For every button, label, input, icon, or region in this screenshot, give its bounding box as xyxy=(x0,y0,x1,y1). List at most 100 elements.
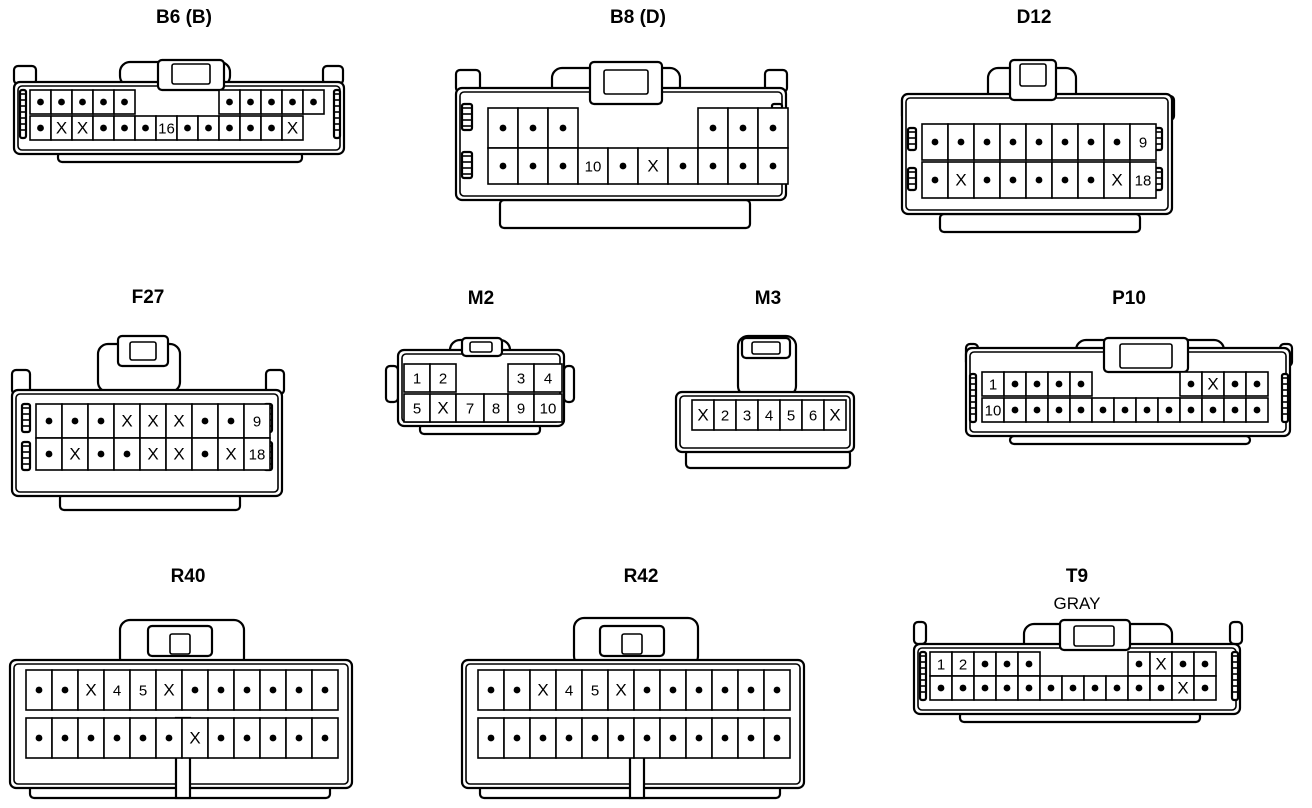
pin-unused-mark: X xyxy=(615,681,626,700)
connector-latch xyxy=(146,624,214,658)
pin-dot xyxy=(1187,406,1195,414)
pin-dot xyxy=(268,124,275,132)
pin-dot xyxy=(643,734,651,742)
pin-dot xyxy=(191,686,199,694)
pin-dot xyxy=(1231,406,1239,414)
pin-dot xyxy=(79,98,86,106)
pin-cell xyxy=(577,147,609,185)
pin-dot xyxy=(321,734,329,742)
pin-cell xyxy=(429,363,457,393)
pin-cell xyxy=(243,437,271,471)
pin-dot xyxy=(269,734,277,742)
pin-dot xyxy=(201,450,209,458)
pin-dot xyxy=(289,98,296,106)
pin-number: 3 xyxy=(743,408,751,425)
pin-dot xyxy=(565,734,573,742)
pin-number: 2 xyxy=(959,657,967,674)
pin-dot xyxy=(1055,380,1063,388)
pin-unused-mark: X xyxy=(697,406,708,425)
pin-cell xyxy=(155,669,183,711)
pin-number: 4 xyxy=(544,371,552,388)
pin-number: 2 xyxy=(439,371,447,388)
pin-dot xyxy=(97,417,105,425)
connector-guide-rail xyxy=(918,650,928,702)
pin-unused-mark: X xyxy=(189,729,200,748)
pin-dot xyxy=(58,98,65,106)
pin-dot xyxy=(1069,684,1077,692)
pin-dot xyxy=(721,686,729,694)
pin-number: 4 xyxy=(565,683,573,700)
pin-cell xyxy=(1103,161,1131,199)
pin-unused-mark: X xyxy=(173,412,184,431)
pin-cell xyxy=(1129,123,1157,161)
connector-latch-inner xyxy=(169,633,191,655)
connector-title-d12: D12 xyxy=(1017,7,1052,28)
pin-dot xyxy=(643,686,651,694)
pin-dot xyxy=(959,684,967,692)
connector-latch-inner xyxy=(751,341,781,355)
pin-dot xyxy=(499,162,507,170)
connector-guide-rail xyxy=(332,88,342,140)
connector-latch xyxy=(156,58,226,92)
pin-cell xyxy=(77,669,105,711)
pin-dot xyxy=(217,686,225,694)
pin-dot xyxy=(1025,660,1033,668)
pin-number: 18 xyxy=(249,447,266,464)
pin-dot xyxy=(123,450,131,458)
pin-dot xyxy=(310,98,317,106)
pin-cell xyxy=(455,393,485,423)
pin-dot xyxy=(619,162,627,170)
pin-cell xyxy=(103,669,131,711)
pin-dot xyxy=(739,162,747,170)
pin-cell xyxy=(659,717,687,759)
pin-dot xyxy=(559,162,567,170)
connector-latch xyxy=(740,336,792,360)
pin-dot xyxy=(217,734,225,742)
pin-dot xyxy=(1087,176,1095,184)
connector-guide-rail xyxy=(20,440,32,472)
connector-latch-inner xyxy=(621,633,643,655)
pin-dot xyxy=(1077,380,1085,388)
pin-number: 10 xyxy=(540,401,557,418)
connector-title-m3: M3 xyxy=(755,288,781,309)
pin-dot xyxy=(113,734,121,742)
pin-dot xyxy=(937,684,945,692)
pin-dot xyxy=(100,98,107,106)
pin-unused-mark: X xyxy=(121,412,132,431)
pin-cell xyxy=(533,393,563,423)
connector-latch xyxy=(460,336,504,358)
pin-unused-mark: X xyxy=(147,412,158,431)
pin-dot xyxy=(35,686,43,694)
connector-latch-inner xyxy=(469,341,493,353)
connector-side-tab xyxy=(1228,620,1244,646)
pin-number: 1 xyxy=(989,377,997,394)
pin-number: 5 xyxy=(787,408,795,425)
pin-number: 6 xyxy=(809,408,817,425)
pin-dot xyxy=(37,124,44,132)
pin-number: 5 xyxy=(413,401,421,418)
pin-dot xyxy=(513,686,521,694)
pin-number: 10 xyxy=(585,159,602,176)
pin-cell xyxy=(259,669,287,711)
pin-dot xyxy=(957,138,965,146)
connector-base xyxy=(498,198,752,230)
pin-dot xyxy=(1201,660,1209,668)
pin-dot xyxy=(269,686,277,694)
pin-number: 10 xyxy=(985,403,1002,420)
pin-dot xyxy=(695,734,703,742)
connector-body-inner xyxy=(15,393,279,493)
pin-dot xyxy=(529,162,537,170)
pin-dot xyxy=(1099,406,1107,414)
connector-title-f27: F27 xyxy=(132,287,165,308)
pin-dot xyxy=(679,162,687,170)
connector-latch-inner xyxy=(1019,63,1047,87)
connector-latch xyxy=(1058,618,1132,652)
connector-guide-rail xyxy=(1230,650,1240,702)
pin-unused-mark: X xyxy=(163,681,174,700)
pin-dot xyxy=(139,734,147,742)
pin-dot xyxy=(1009,138,1017,146)
